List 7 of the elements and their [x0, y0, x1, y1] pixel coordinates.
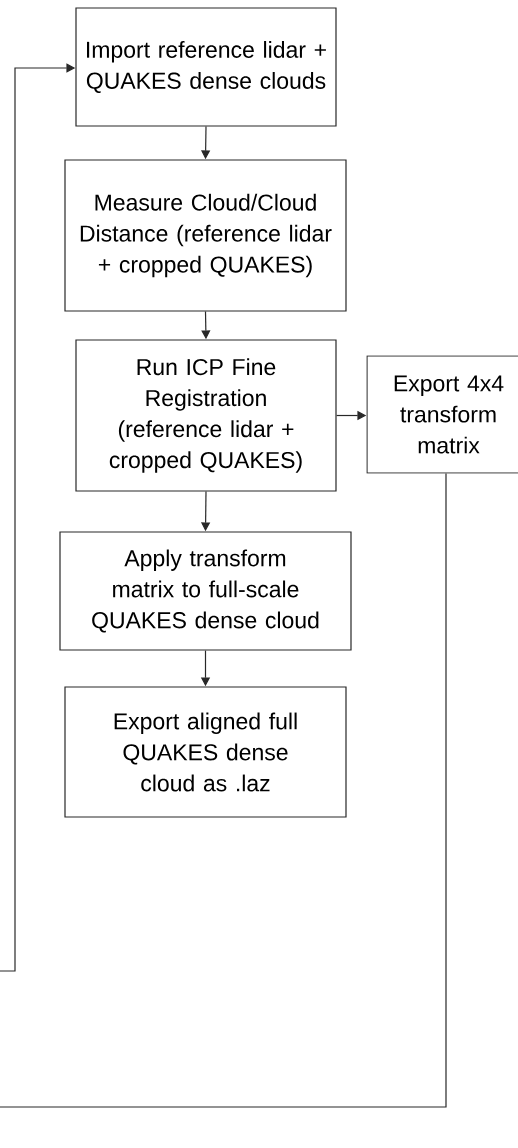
process-box: Run ICP Fine Registration (reference lidar + cropped QUAKES) [75, 339, 337, 492]
arrow [0, 63, 447, 1108]
process-box: Apply transform matrix to full-scale QUAKES dense cloud [59, 531, 352, 651]
process-box: Export 4x4 transform matrix [366, 355, 518, 474]
process-box: Measure Cloud/Cloud Distance (reference lidar + cropped QUAKES) [64, 159, 347, 312]
process-box: Import reference lidar + QUAKES dense clouds [75, 7, 337, 127]
process-box: Export aligned full QUAKES dense cloud as .laz [64, 686, 347, 818]
